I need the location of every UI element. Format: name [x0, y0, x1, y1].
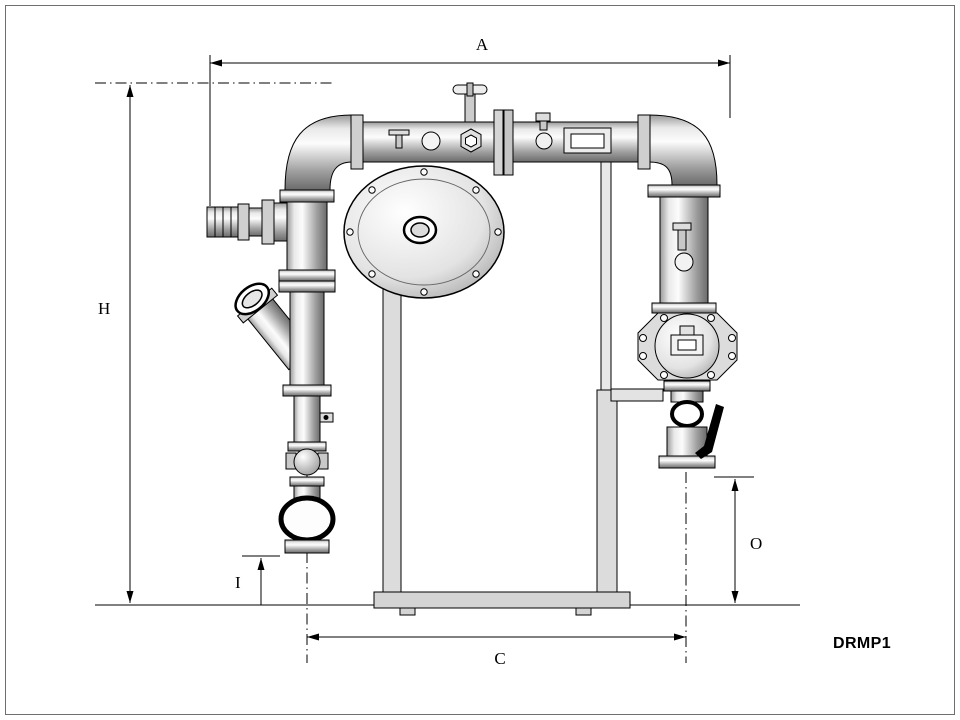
- suction-upper-tube: [286, 201, 328, 271]
- frame-support-rod: [600, 161, 612, 393]
- discharge-coupling-ring: [670, 400, 704, 428]
- drawing-code-label: DRMP1: [833, 635, 891, 652]
- drain-cock: [388, 129, 410, 149]
- suction-flange-pair-b: [278, 280, 336, 293]
- suction-mid-tube: [289, 291, 325, 386]
- top-manifold-pipe: [284, 82, 718, 191]
- right-elbow: [648, 114, 718, 186]
- pump-housing: [343, 165, 505, 299]
- gauge-fitting: [535, 112, 553, 150]
- discharge-valve: [637, 312, 738, 381]
- dimension-c-label: C: [494, 649, 505, 668]
- pump-hub-bore: [410, 222, 430, 238]
- bleed-tab-hole: [323, 415, 329, 420]
- tee-flange: [261, 199, 275, 245]
- dimension-h: H: [98, 85, 134, 603]
- pump-bolts: [346, 168, 502, 296]
- frame-right-leg: [596, 389, 618, 593]
- pump-flange-ring: [357, 178, 491, 286]
- frame-base-plate: [373, 591, 631, 609]
- dimension-a-label: A: [476, 35, 489, 54]
- valve-top-flange: [651, 302, 717, 314]
- ballvalve-handle: [695, 404, 724, 459]
- suction-outlet-flange: [284, 539, 330, 554]
- priming-valve: [452, 82, 488, 153]
- dimension-i-label: I: [235, 573, 241, 592]
- joint-flange-a: [493, 109, 504, 176]
- left-elbow: [284, 114, 353, 191]
- discharge-outlet-flange: [658, 455, 716, 469]
- manifold-left-flange: [350, 114, 364, 170]
- discharge-sight-plug: [674, 252, 694, 272]
- air-bleed-valve: [672, 222, 692, 251]
- gate-face: [677, 339, 697, 351]
- adapter-tube: [248, 207, 263, 237]
- dimension-c: C: [307, 633, 686, 668]
- suction-line: [206, 189, 336, 554]
- strainer-opening-bore: [241, 289, 263, 309]
- suction-top-flange: [279, 189, 335, 203]
- frame-foot-left: [399, 607, 416, 616]
- dimension-i: I: [235, 555, 280, 605]
- support-frame: [373, 161, 664, 616]
- valve-bottom-flange: [663, 380, 711, 392]
- dimension-a: A: [209, 35, 731, 206]
- suction-lower-tube: [293, 395, 321, 443]
- dimension-h-label: H: [98, 299, 110, 318]
- valve-block: [563, 127, 612, 154]
- joint-flange-b: [503, 109, 514, 176]
- frame-left-leg: [382, 261, 402, 593]
- frame-foot-right: [575, 607, 592, 616]
- hose-adapter: [206, 199, 288, 245]
- suction-lower-flange: [282, 384, 332, 397]
- ball-valve: [658, 404, 724, 469]
- suction-flange-pair-a: [278, 269, 336, 282]
- frame-bracket: [610, 388, 664, 402]
- swivel-ball: [293, 448, 321, 476]
- manifold-right-flange: [637, 114, 651, 170]
- priming-valve-pin: [466, 82, 474, 97]
- discharge-line: [637, 184, 738, 469]
- dimension-o: O: [714, 476, 762, 603]
- hex-plug-inner: [465, 134, 477, 148]
- dimension-o-label: O: [750, 534, 762, 553]
- slide-border: [5, 5, 955, 715]
- sight-plug: [421, 131, 441, 151]
- discharge-top-flange: [647, 184, 721, 198]
- adapter-flange: [237, 203, 250, 241]
- suction-coupling-ring: [278, 495, 336, 543]
- swivel-lower-flange: [289, 476, 325, 487]
